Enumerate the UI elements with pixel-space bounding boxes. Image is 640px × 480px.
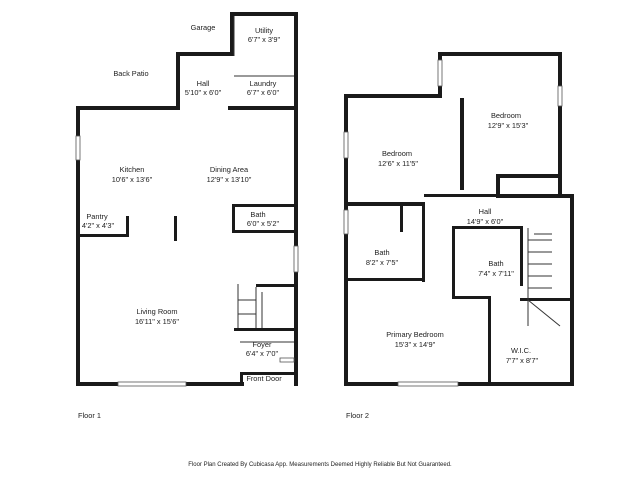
room-dims-bedroom-west: 12'6" x 11'5" (378, 159, 418, 168)
room-dims-laundry: 6'7" x 6'0" (247, 88, 280, 97)
room-name-foyer: Foyer (253, 340, 272, 349)
room-name-hall-f1: Hall (197, 79, 210, 88)
room-name-bath-f1: Bath (250, 210, 265, 219)
room-name-hall-f2: Hall (479, 207, 492, 216)
room-name-bedroom-west: Bedroom (382, 149, 412, 158)
room-name-dining-area: Dining Area (210, 165, 249, 174)
room-name-bath-west: Bath (374, 248, 389, 257)
floor-2-label: Floor 2 (346, 411, 369, 420)
outdoor-label-garage: Garage (191, 23, 216, 32)
room-name-wic: W.I.C. (511, 346, 531, 355)
room-name-living-room: Living Room (136, 307, 177, 316)
floor-2-walls (344, 52, 574, 386)
room-name-utility: Utility (255, 26, 273, 35)
room-dims-hall-f1: 5'10" x 6'0" (185, 88, 222, 97)
floor-1-details (75, 16, 299, 387)
outdoor-label-front-door: Front Door (246, 374, 282, 383)
room-dims-wic: 7'7" x 8'7" (506, 356, 539, 365)
room-dims-bath-f1: 6'0" x 5'2" (247, 219, 280, 228)
room-dims-primary-bedroom: 15'3" x 14'9" (395, 340, 436, 349)
outdoor-label-back-patio: Back Patio (113, 69, 148, 78)
room-name-laundry: Laundry (250, 79, 277, 88)
room-dims-bedroom-east: 12'9" x 15'3" (488, 121, 529, 130)
room-name-bedroom-east: Bedroom (491, 111, 521, 120)
room-dims-pantry: 4'2" x 4'3" (82, 221, 115, 230)
room-dims-hall-f2: 14'9" x 6'0" (467, 217, 504, 226)
room-name-primary-bedroom: Primary Bedroom (386, 330, 444, 339)
room-dims-living-room: 16'11" x 15'6" (135, 317, 179, 326)
room-dims-utility: 6'7" x 3'9" (248, 35, 281, 44)
room-name-bath-east: Bath (488, 259, 503, 268)
room-name-kitchen: Kitchen (120, 165, 145, 174)
room-dims-bath-west: 8'2" x 7'5" (366, 258, 399, 267)
floor-1-label: Floor 1 (78, 411, 101, 420)
floor-2-details (343, 59, 563, 387)
room-dims-kitchen: 10'6" x 13'6" (112, 175, 153, 184)
footer-disclaimer: Floor Plan Created By Cubicasa App. Meas… (188, 462, 452, 468)
room-dims-foyer: 6'4" x 7'0" (246, 349, 279, 358)
room-name-pantry: Pantry (86, 212, 108, 221)
room-dims-dining-area: 12'9" x 13'10" (207, 175, 252, 184)
room-dims-bath-east: 7'4" x 7'11" (478, 269, 514, 278)
floor-1-walls (76, 12, 298, 386)
